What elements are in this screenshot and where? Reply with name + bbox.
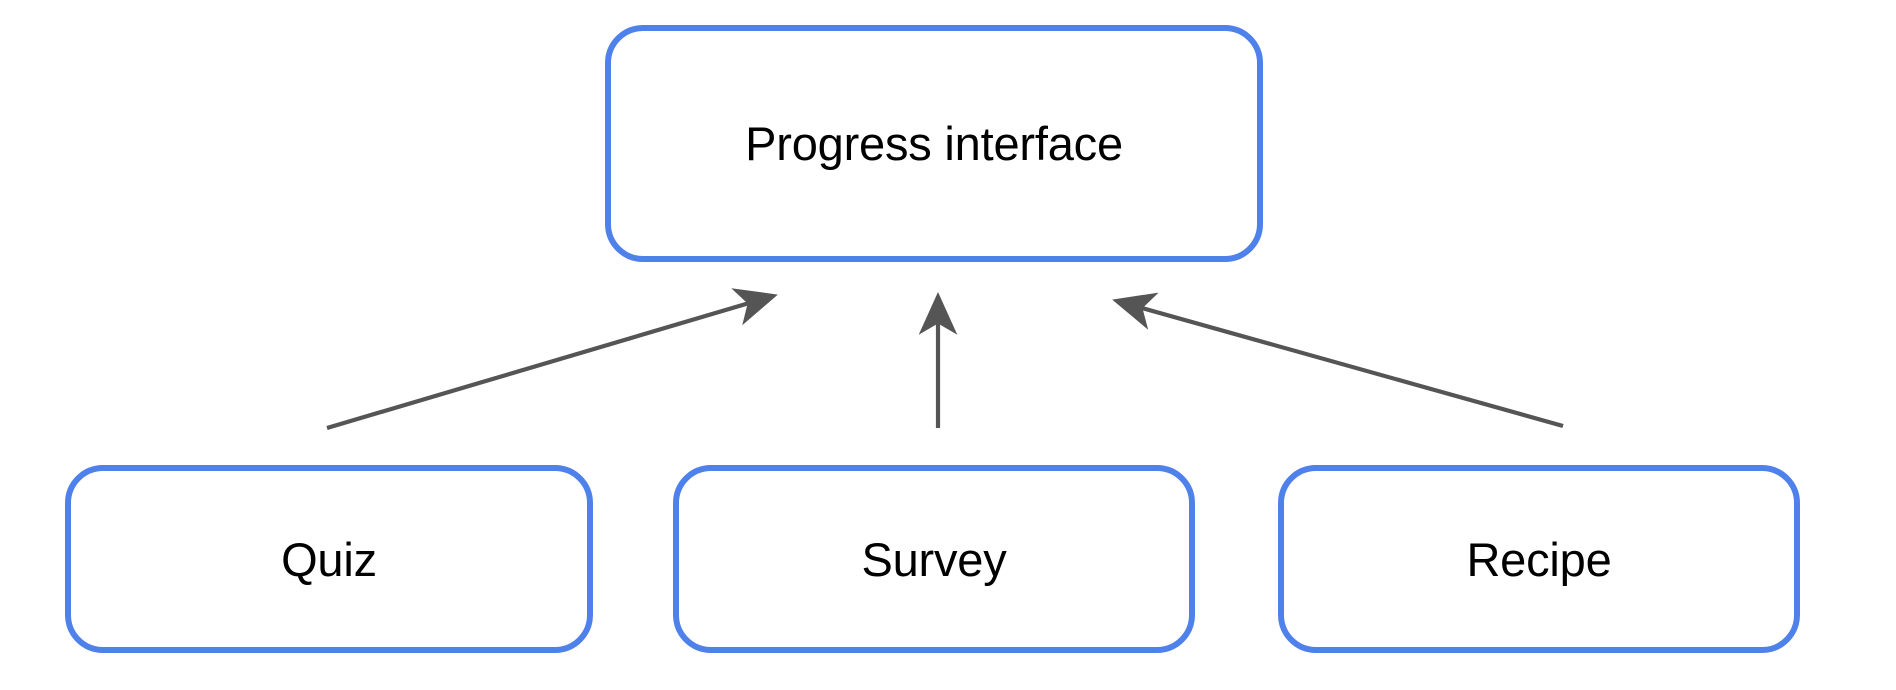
node-recipe[interactable]: Recipe [1278, 465, 1800, 653]
node-label-recipe: Recipe [1466, 532, 1612, 586]
node-survey[interactable]: Survey [673, 465, 1195, 653]
node-label-quiz: Quiz [281, 532, 377, 586]
node-quiz[interactable]: Quiz [65, 465, 593, 653]
node-label-progress-interface: Progress interface [745, 117, 1123, 170]
node-progress-interface[interactable]: Progress interface [605, 25, 1263, 262]
edge-recipe-to-root [1112, 292, 1564, 429]
edge-quiz-to-root [326, 288, 778, 431]
node-label-survey: Survey [861, 532, 1007, 586]
